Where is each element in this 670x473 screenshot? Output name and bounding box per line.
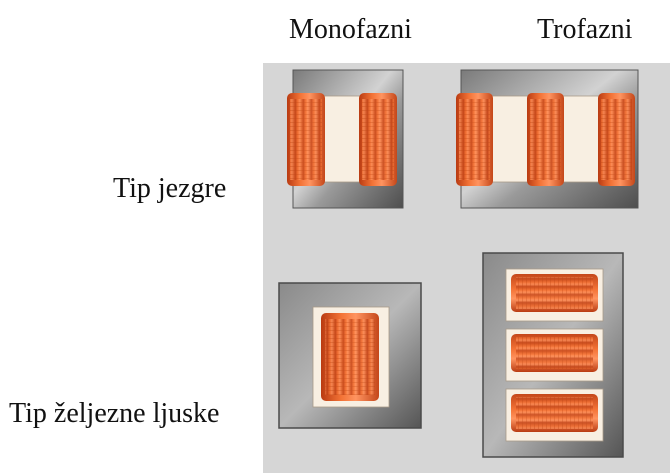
coil-winding	[516, 397, 593, 429]
core-window	[556, 95, 606, 183]
coil-winding	[362, 99, 394, 180]
column-header-single-phase: Monofazni	[289, 14, 412, 45]
three-phase-shell-type-transformer	[482, 252, 624, 458]
coil-winding	[516, 277, 593, 309]
three-phase-core-type-transformer	[456, 69, 639, 209]
row-label-core-type: Tip jezgre	[113, 173, 227, 204]
transformer-diagram	[278, 69, 639, 458]
coil-winding	[459, 99, 490, 180]
transformer-diagram-panel	[263, 63, 670, 473]
coil-winding	[530, 99, 561, 180]
column-header-three-phase: Trofazni	[537, 14, 633, 45]
coil-winding	[325, 319, 375, 395]
coil-winding	[516, 337, 593, 369]
coil-winding	[601, 99, 632, 180]
single-phase-core-type-transformer	[287, 69, 404, 209]
row-label-shell-type: Tip željezne ljuske	[9, 398, 220, 429]
single-phase-shell-type-transformer	[278, 282, 422, 429]
coil-winding	[290, 99, 322, 180]
